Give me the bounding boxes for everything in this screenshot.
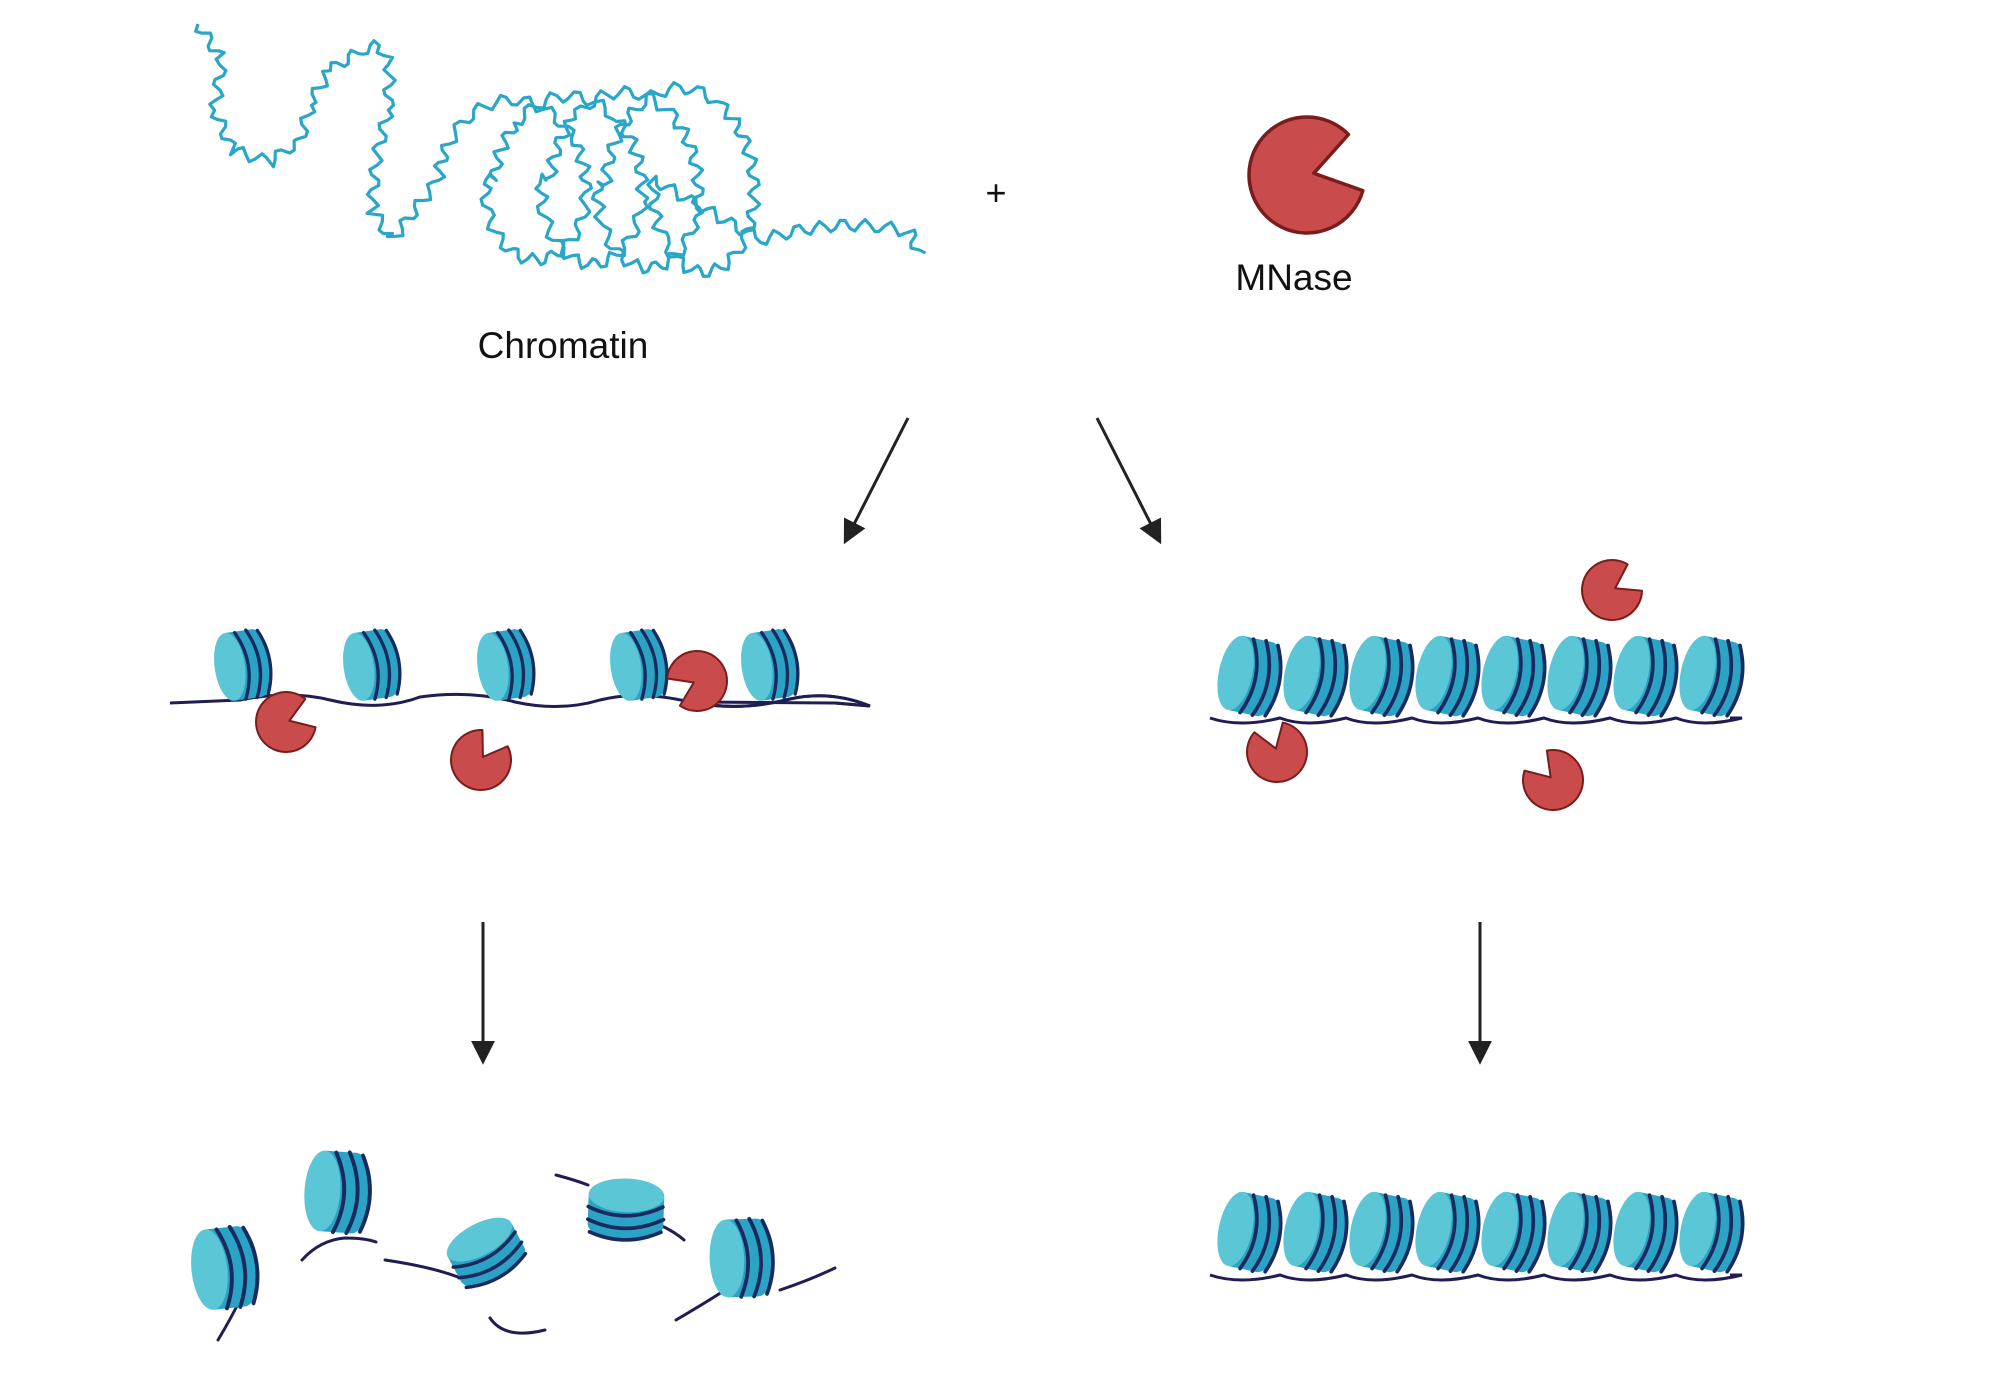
mnase-enzyme-icon [1247,115,1365,235]
mnase-enzyme-icon [255,691,317,753]
chromatin-label: Chromatin [478,325,649,366]
nucleosome-icon [1481,635,1547,718]
nucleosome-icon [1415,1191,1481,1274]
nucleosome-icon [586,1178,666,1242]
mnase-enzyme-icon [666,650,728,712]
mnase-enzyme-icon [1522,749,1584,811]
mnase-label: MNase [1235,257,1352,298]
nucleosome-icon [1547,1191,1613,1274]
nucleosome-icon [1349,635,1415,718]
nucleosome-icon [343,628,402,701]
nucleosome-icon [1613,635,1679,718]
nucleosome-icon [709,1216,775,1299]
nucleosome-icon [1679,635,1745,718]
nucleosome-icon [741,628,800,701]
nucleosome-icon [446,1217,528,1290]
digested-mononucleosomes [191,1150,837,1342]
chromatin-fiber-icon [194,23,927,278]
nucleosome-icon [191,1225,260,1311]
nucleosome-icon [1481,1191,1547,1274]
nucleosome-icon [477,628,536,701]
arrow-right-branch [1095,417,1162,545]
nucleosome-icon [610,628,669,701]
nucleosome-icon [304,1150,372,1235]
nucleosome-icon [1217,635,1283,718]
mnase-enzyme-icon [450,729,512,791]
nucleosome-icon [1547,635,1613,718]
nucleosome-icon [1349,1191,1415,1274]
arrow-left-branch [843,417,910,545]
nucleosome-icon [1679,1191,1745,1274]
plus-sign: + [985,172,1006,213]
mnase-enzyme-icon [1246,721,1308,783]
mnase-enzyme-icon [1247,115,1365,235]
nucleosome-icon [1613,1191,1679,1274]
nucleosome-icon [1283,1191,1349,1274]
mnase-enzyme-icon [1581,559,1643,621]
open-chromatin-beads [169,628,871,791]
nucleosome-icon [1415,635,1481,718]
nucleosome-icon [1217,1191,1283,1274]
protected-compact-fiber [1209,1191,1745,1282]
nucleosome-icon [1283,635,1349,718]
nucleosome-icon [214,628,273,701]
compact-chromatin-fiber [1209,559,1745,811]
